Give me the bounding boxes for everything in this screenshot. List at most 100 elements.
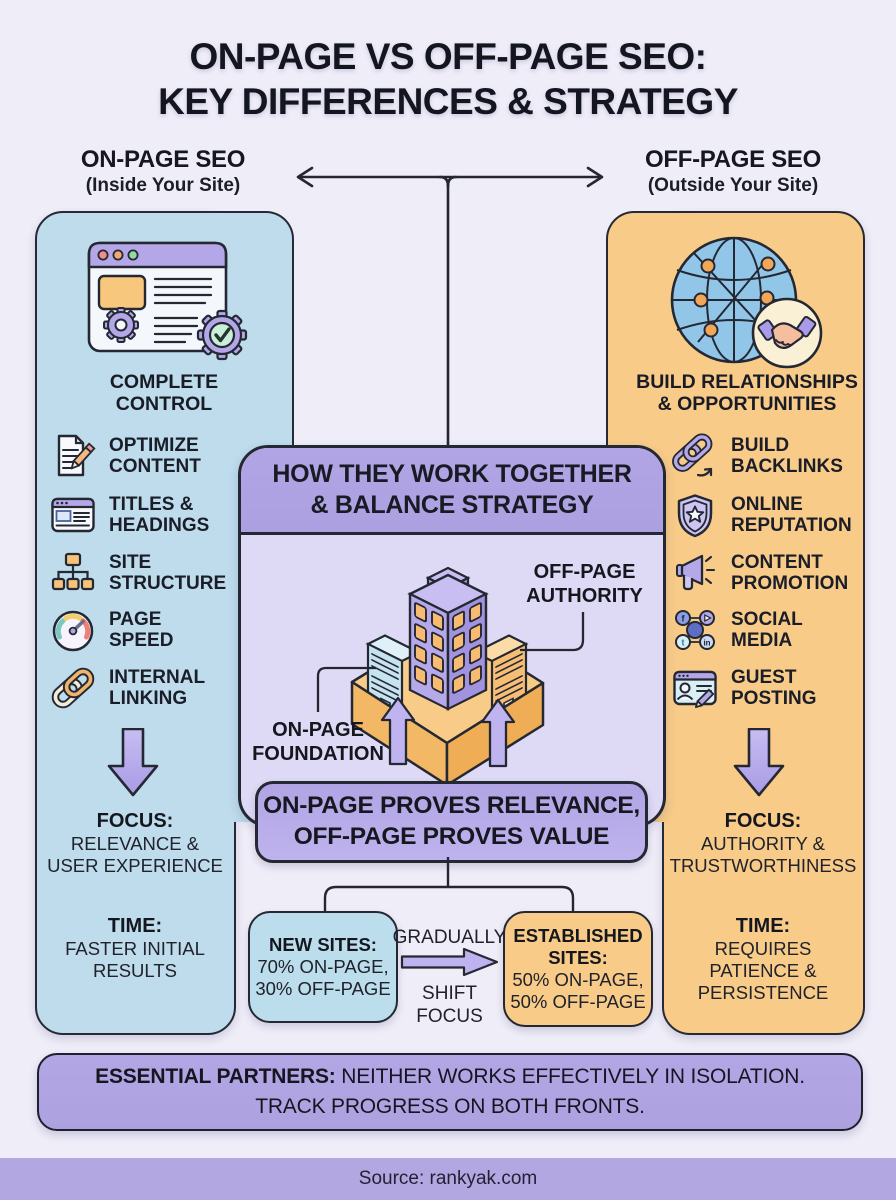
item-label: SOCIAL xyxy=(731,608,803,630)
list-item-titles-headings: TITLES & HEADINGS xyxy=(50,487,209,543)
off-page-authority-label: OFF-PAGE AUTHORITY xyxy=(526,561,643,607)
list-item-content-promotion: CONTENT PROMOTION xyxy=(672,545,848,601)
page-title-line1: ON-PAGE VS OFF-PAGE SEO: xyxy=(189,36,707,77)
list-item-site-structure: SITE STRUCTURE xyxy=(50,545,226,601)
item-label: OPTIMIZE xyxy=(109,434,199,456)
browser-text-icon xyxy=(51,497,95,533)
source-text: Source: rankyak.com xyxy=(358,1168,538,1189)
essential-partners-bar: ESSENTIAL PARTNERS: NEITHER WORKS EFFECT… xyxy=(37,1053,863,1131)
established-title1: ESTABLISHED xyxy=(513,925,643,947)
on-page-foundation-label: ON-PAGE FOUNDATION xyxy=(252,719,384,765)
center-header-line2: & BALANCE STRATEGY xyxy=(310,491,594,519)
focus-line: USER EXPERIENCE xyxy=(47,855,223,877)
item-label: LINKING xyxy=(109,688,188,709)
off-page-authority-connector xyxy=(520,612,585,652)
established-sites-box: ESTABLISHED SITES: 50% ON-PAGE, 50% OFF-… xyxy=(503,911,653,1027)
partners-bold: ESSENTIAL PARTNERS: xyxy=(95,1064,336,1088)
item-label: INTERNAL xyxy=(109,666,206,688)
list-item-page-speed: PAGE SPEED xyxy=(50,602,173,658)
off-page-hero-caption: BUILD RELATIONSHIPS & OPPORTUNITIES xyxy=(636,371,858,415)
item-label: PAGE xyxy=(109,608,162,630)
caption-relationships: BUILD RELATIONSHIPS xyxy=(636,371,858,393)
browser-gears-checkmark-illustration xyxy=(87,241,248,361)
svg-text:in: in xyxy=(703,639,710,648)
item-label: REPUTATION xyxy=(731,515,852,536)
isometric-buildings-illustration xyxy=(316,566,585,787)
established-title2: SITES: xyxy=(548,947,608,969)
caption-control: CONTROL xyxy=(115,393,213,416)
list-item-build-backlinks: BUILD BACKLINKS xyxy=(672,428,843,484)
backlink-chain-icon xyxy=(672,433,713,477)
time-line: PERSISTENCE xyxy=(697,982,829,1004)
off-page-focus-block: FOCUS: AUTHORITY & TRUSTWORTHINESS xyxy=(666,810,860,877)
partners-line1-rest: NEITHER WORKS EFFECTIVELY IN ISOLATION. xyxy=(335,1064,805,1088)
focus-line: RELEVANCE & xyxy=(70,833,200,854)
item-label: GUEST xyxy=(731,666,797,688)
on-page-foundation-connector xyxy=(316,666,376,712)
guest-post-icon xyxy=(673,670,717,709)
time-label: TIME: xyxy=(107,915,163,937)
svg-text:f: f xyxy=(682,614,686,624)
off-page-column-header: OFF-PAGE SEO (Outside Your Site) xyxy=(604,146,862,197)
caption-complete: COMPLETE xyxy=(109,371,219,393)
speedometer-icon xyxy=(52,610,94,652)
split-bracket-connector xyxy=(323,857,575,913)
megaphone-icon xyxy=(676,554,716,591)
on-page-header: ON-PAGE SEO xyxy=(80,146,246,173)
focus-label: FOCUS: xyxy=(96,810,174,832)
social-network-icon: f t in xyxy=(675,610,715,650)
item-label: SITE xyxy=(109,551,152,573)
relevance-line2: OFF-PAGE PROVES VALUE xyxy=(293,823,610,850)
list-item-internal-linking: INTERNAL LINKING xyxy=(50,660,205,716)
item-label: POSTING xyxy=(731,688,817,709)
time-line: RESULTS xyxy=(93,960,177,982)
item-label: PROMOTION xyxy=(731,573,849,594)
time-line: REQUIRES xyxy=(714,938,812,959)
item-label: ONLINE xyxy=(731,493,803,515)
item-label: BACKLINKS xyxy=(731,456,843,477)
item-label: BUILD xyxy=(731,434,790,456)
chain-link-icon xyxy=(51,667,95,709)
list-item-guest-posting: GUEST POSTING xyxy=(672,660,817,716)
on-page-subheader: (Inside Your Site) xyxy=(85,175,241,196)
partners-line2: TRACK PROGRESS ON BOTH FRONTS. xyxy=(255,1095,645,1118)
new-sites-box: NEW SITES: 70% ON-PAGE, 30% OFF-PAGE xyxy=(248,911,398,1023)
checkmark-gear-icon xyxy=(196,309,248,361)
center-header-line1: HOW THEY WORK TOGETHER xyxy=(272,459,632,488)
sitemap-icon xyxy=(51,552,95,591)
focus-label: FOCUS: xyxy=(724,810,802,832)
item-label: CONTENT xyxy=(731,551,823,573)
globe-network-handshake-illustration xyxy=(670,236,823,369)
time-label: TIME: xyxy=(735,915,791,937)
focus-line: AUTHORITY & xyxy=(700,833,826,854)
off-page-header: OFF-PAGE SEO xyxy=(645,146,821,173)
off-page-time-block: TIME: REQUIRES PATIENCE & PERSISTENCE xyxy=(666,915,860,1005)
item-label: TITLES & xyxy=(109,493,194,515)
on-page-focus-block: FOCUS: RELEVANCE & USER EXPERIENCE xyxy=(38,810,232,877)
new-sites-line2: 30% OFF-PAGE xyxy=(255,977,391,999)
focus-line: TRUSTWORTHINESS xyxy=(669,855,857,877)
list-item-optimize-content: OPTIMIZE CONTENT xyxy=(50,428,201,484)
established-line2: 50% OFF-PAGE xyxy=(510,990,646,1012)
item-label: SPEED xyxy=(109,630,174,651)
off-page-subheader: (Outside Your Site) xyxy=(647,175,819,196)
list-item-online-reputation: ONLINE REPUTATION xyxy=(672,487,852,543)
down-arrow-off-page xyxy=(733,728,785,797)
source-footer: Source: rankyak.com xyxy=(0,1158,896,1200)
on-page-hero-caption: COMPLETE CONTROL xyxy=(58,371,270,415)
new-sites-title: NEW SITES: xyxy=(269,934,377,956)
relevance-line1: ON-PAGE PROVES RELEVANCE, xyxy=(263,792,640,820)
relevance-value-box: ON-PAGE PROVES RELEVANCE, OFF-PAGE PROVE… xyxy=(255,781,648,863)
caption-opportunities: & OPPORTUNITIES xyxy=(657,393,837,416)
item-label: HEADINGS xyxy=(109,515,210,536)
list-item-social-media: f t in SOCIAL MEDIA xyxy=(672,602,803,658)
time-line: PATIENCE & xyxy=(709,960,817,982)
down-arrow-on-page xyxy=(107,728,159,797)
time-line: FASTER INITIAL xyxy=(65,938,205,959)
page-title-line2: KEY DIFFERENCES & STRATEGY xyxy=(158,81,738,123)
on-page-column-header: ON-PAGE SEO (Inside Your Site) xyxy=(34,146,292,197)
on-page-time-block: TIME: FASTER INITIAL RESULTS xyxy=(38,915,232,982)
handshake-icon xyxy=(757,315,817,350)
center-panel-header: HOW THEY WORK TOGETHER & BALANCE STRATEG… xyxy=(241,448,663,535)
